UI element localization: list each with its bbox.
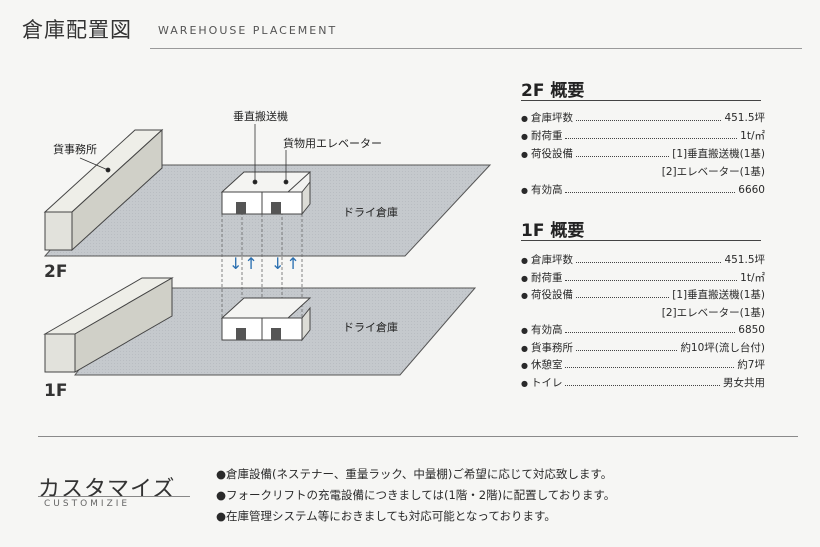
overview-1f-rule	[521, 240, 761, 241]
customize-rule	[38, 496, 190, 497]
customize-title: カスタマイズ	[38, 477, 176, 502]
office-block-1f	[43, 277, 174, 373]
page-title: 倉庫配置図	[22, 18, 132, 42]
overview-2f-title: 2F 概要	[521, 81, 585, 101]
spec-row: ●荷役設備[1]垂直搬送機(1基)	[521, 148, 765, 160]
office-block-2f	[43, 128, 164, 252]
spec-row: ●休憩室約7坪	[521, 359, 765, 371]
floor-label-2f: 2F	[44, 262, 68, 282]
section-divider	[38, 436, 798, 437]
leader-lines	[79, 124, 289, 185]
equipment-box-1f	[220, 297, 312, 342]
customize-subtitle: CUSTOMIZIE	[44, 499, 131, 509]
floor-label-1f: 1F	[44, 381, 68, 401]
spec-row-continued: [2]エレベーター(1基)	[661, 166, 765, 178]
bullet-icon: ●	[216, 509, 227, 523]
customize-list: ●倉庫設備(ネステナー、重量ラック、中量棚)ご希望に応じて対応致します。 ●フォ…	[216, 466, 615, 529]
label-vertical-conveyor: 垂直搬送機	[233, 110, 288, 123]
bullet-icon: ●	[216, 488, 227, 502]
list-item: ●フォークリフトの充電設備につきましては(1階・2階)に配置しております。	[216, 488, 616, 502]
spec-row: ●トイレ男女共用	[521, 376, 765, 389]
spec-row: ●貨事務所約10坪(流し台付)	[521, 341, 765, 354]
header-rule	[150, 48, 802, 49]
label-dry-warehouse-1f: ドライ倉庫	[343, 321, 398, 334]
bullet-icon: ●	[216, 467, 227, 481]
overview-2f-rule	[521, 100, 761, 101]
updown-arrow-icon: ↓↑	[229, 254, 260, 273]
label-office: 貨事務所	[53, 143, 97, 156]
equipment-box-2f	[220, 171, 312, 216]
updown-arrow-icon: ↓↑	[271, 254, 302, 273]
spec-row-continued: [2]エレベーター(1基)	[661, 306, 765, 319]
page-subtitle: WAREHOUSE PLACEMENT	[158, 24, 338, 37]
label-cargo-elevator: 貨物用エレベーター	[283, 137, 382, 150]
warehouse-diagram	[43, 124, 492, 376]
spec-row: ●荷役設備[1]垂直搬送機(1基)	[521, 289, 765, 301]
list-item: ●倉庫設備(ネステナー、重量ラック、中量棚)ご希望に応じて対応致します。	[216, 467, 613, 481]
label-dry-warehouse-2f: ドライ倉庫	[343, 206, 398, 219]
overview-1f-title: 1F 概要	[521, 221, 585, 241]
list-item: ●在庫管理システム等におきましても対応可能となっております。	[216, 509, 556, 523]
